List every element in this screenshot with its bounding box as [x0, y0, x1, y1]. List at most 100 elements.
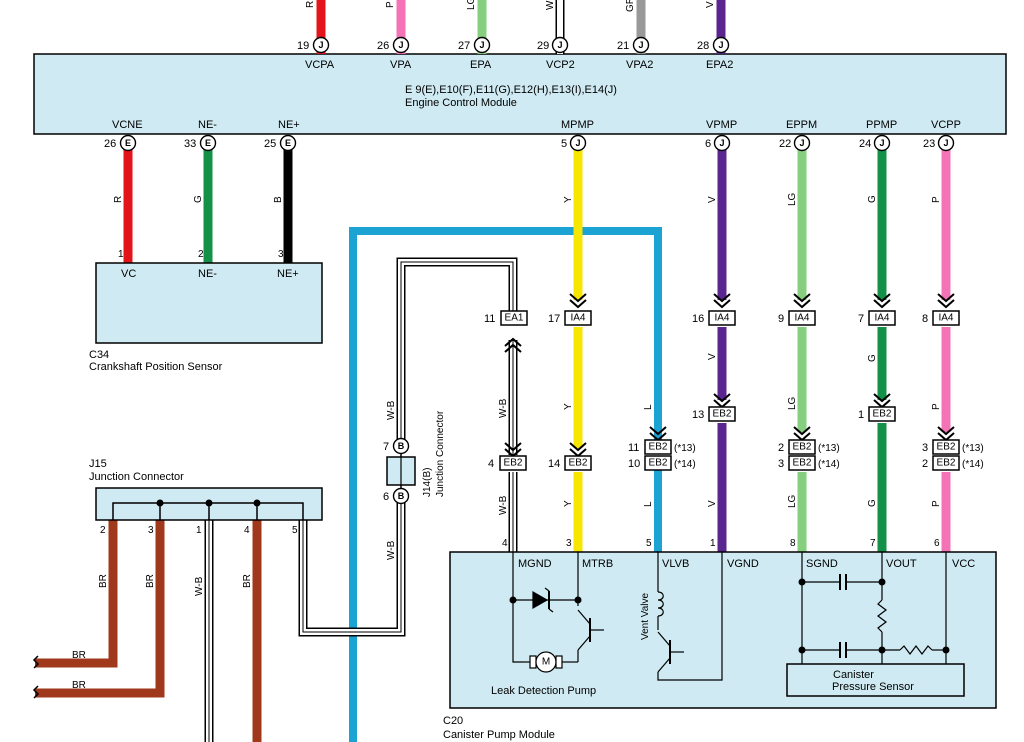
ecm-top-pins: J 19 VCPA J 26 VPA J 27 EPA J 29 VCP2 J … — [297, 36, 733, 71]
conn-eb2: EB2 — [504, 458, 523, 469]
pin-number: 28 — [697, 40, 709, 52]
j14-connector: B 7 B 6 J14(B) Junction Connector — [383, 410, 446, 505]
pin-number: 21 — [617, 40, 629, 52]
valve-label: Vent Valve — [640, 592, 651, 640]
conn-eb2: EB2 — [793, 458, 812, 469]
signal-ne-plus: NE+ — [278, 119, 300, 131]
conn-note: (*14) — [962, 459, 984, 470]
pin-number: 26 — [104, 138, 116, 150]
pin-conn-e: E — [285, 138, 291, 148]
svg-text:3: 3 — [566, 538, 572, 549]
conn-ia4: IA4 — [794, 313, 809, 324]
pin-number: 7 — [383, 441, 389, 453]
wire-code-br: BR — [242, 574, 253, 588]
br-label-1: BR — [72, 650, 86, 661]
conn-eb2: EB2 — [873, 409, 892, 420]
top-wires: R P LG W GR V — [305, 0, 726, 38]
j14-name: Junction Connector — [435, 410, 446, 497]
ecm-box — [33, 53, 1007, 135]
wire-code-p: P — [931, 403, 942, 410]
wire-code-v: V — [707, 500, 718, 507]
terminal-vgnd: VGND — [727, 558, 759, 570]
wire-code-v: V — [707, 196, 718, 203]
wire-code-g: G — [193, 195, 204, 203]
conn-pin: 9 — [778, 313, 784, 325]
terminal-vlvb: VLVB — [662, 558, 689, 570]
conn-eb2: EB2 — [713, 409, 732, 420]
pin-number: 23 — [923, 138, 935, 150]
pin-conn-j: J — [638, 40, 643, 50]
svg-text:7: 7 — [870, 538, 876, 549]
wire-code-y: Y — [563, 500, 574, 507]
signal-ne-minus: NE- — [198, 119, 217, 131]
j15-wires: BR BR W-B BR BR BR — [32, 520, 262, 742]
sensor-pin-2: 2 — [198, 249, 204, 260]
wire-l-blue — [349, 227, 662, 742]
conn-note: (*14) — [674, 459, 696, 470]
wire-code-l: L — [643, 501, 654, 507]
pin-conn-j: J — [943, 138, 948, 148]
j15-connector: J15 Junction Connector 2 3 1 4 5 — [89, 458, 323, 536]
conn-pin: 1 — [858, 409, 864, 421]
conn-note: (*14) — [818, 459, 840, 470]
wire-code-y: Y — [563, 196, 574, 203]
svg-text:1: 1 — [710, 538, 716, 549]
terminal-vout: VOUT — [886, 558, 917, 570]
pin-conn-j: J — [575, 138, 580, 148]
conn-pin: 13 — [692, 409, 704, 421]
pin-number: 6 — [383, 491, 389, 503]
wire-code-wb: W-B — [386, 540, 397, 560]
j15-pin: 1 — [196, 525, 202, 536]
wire-code-br: BR — [145, 574, 156, 588]
wire-code-w-top: W — [545, 0, 556, 10]
pin-conn-j: J — [879, 138, 884, 148]
j15-name: Junction Connector — [89, 471, 184, 483]
pin-number: 5 — [561, 138, 567, 150]
conn-note: (*13) — [674, 443, 696, 454]
terminal-mgnd: MGND — [518, 558, 552, 570]
cpm-terminals: MGND MTRB VLVB VGND SGND VOUT VCC — [518, 558, 975, 570]
j15-pin: 4 — [244, 525, 250, 536]
conn-note: (*13) — [962, 443, 984, 454]
conn-pin: 14 — [548, 458, 560, 470]
conn-ea1: EA1 — [505, 313, 524, 324]
signal-vpa2: VPA2 — [626, 59, 653, 71]
wire-code-l: L — [643, 404, 654, 410]
conn-eb2: EB2 — [649, 442, 668, 453]
conn-eb2: EB2 — [649, 458, 668, 469]
conn-pin: 17 — [548, 313, 560, 325]
terminal-mtrb: MTRB — [582, 558, 613, 570]
conn-pin: 3 — [922, 442, 928, 454]
conn-pin: 8 — [922, 313, 928, 325]
conn-ia4: IA4 — [714, 313, 729, 324]
wire-code-br: BR — [98, 574, 109, 588]
motor-symbol: M — [542, 657, 550, 668]
wire-code-g: G — [867, 354, 878, 362]
pin-number: 19 — [297, 40, 309, 52]
terminal-vc: VC — [121, 268, 136, 280]
ecm-bottom-signals: VCNE NE- NE+ MPMP VPMP EPPM PPMP VCPP — [112, 119, 961, 131]
signal-epa2: EPA2 — [706, 59, 733, 71]
conn-ia4: IA4 — [570, 313, 585, 324]
wire-code-wb: W-B — [194, 576, 205, 596]
wire-code-lg: LG — [787, 192, 798, 206]
pin-number: 27 — [458, 40, 470, 52]
cpm-id: C20 — [443, 715, 463, 727]
signal-eppm: EPPM — [786, 119, 817, 131]
pin-conn-b: B — [398, 491, 405, 501]
terminal-ne-minus: NE- — [198, 268, 217, 280]
j15-pin: 3 — [148, 525, 154, 536]
j14-id: J14(B) — [422, 468, 433, 497]
wire-code-lg: LG — [787, 494, 798, 508]
cpm-name: Canister Pump Module — [443, 729, 555, 741]
pin-conn-j: J — [719, 138, 724, 148]
crank-wires: R G B 1 2 3 — [113, 143, 293, 263]
sensor-pin-3: 3 — [278, 249, 284, 260]
conn-pin: 10 — [628, 458, 640, 470]
pin-conn-j: J — [479, 40, 484, 50]
crank-sensor-id: C34 — [89, 349, 109, 361]
wire-code-wb: W-B — [498, 495, 509, 515]
wire-code-p-top: P — [385, 1, 396, 8]
conn-pin: 7 — [858, 313, 864, 325]
j15-id: J15 — [89, 458, 107, 470]
